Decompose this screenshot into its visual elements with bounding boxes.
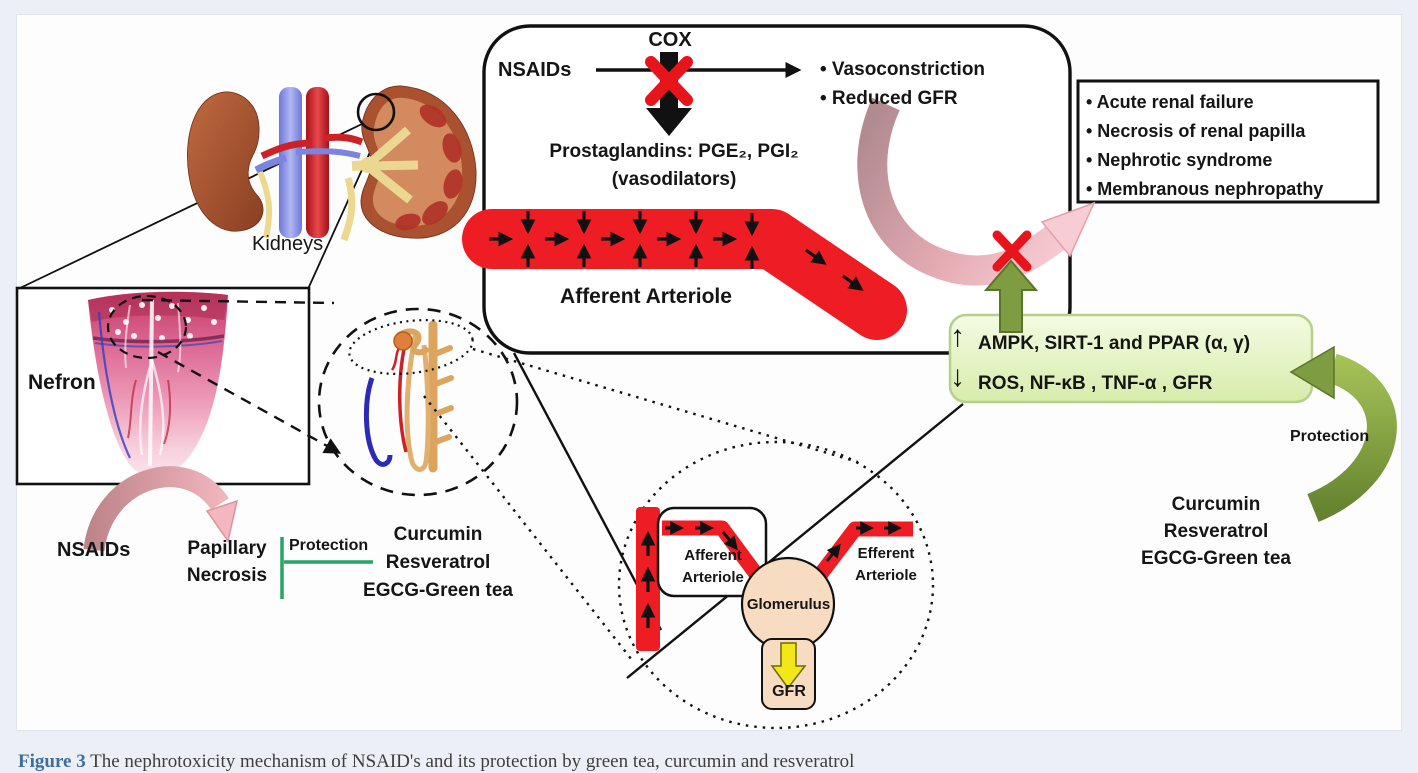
agent-curcumin: Curcumin <box>1171 494 1261 515</box>
mediators-increase-label: AMPK, SIRT-1 and PPAR (α, γ) <box>978 333 1251 354</box>
kidneys-label: Kidneys <box>252 233 324 255</box>
left-ureter <box>257 170 273 239</box>
protection-left-label: Protection <box>289 537 369 554</box>
agent-resveratrol: Resveratrol <box>1163 521 1269 542</box>
afferent-small-label: Afferent <box>684 547 742 564</box>
down-block-arrow <box>646 52 692 136</box>
complications-box <box>1076 79 1380 204</box>
zoom-lens-circle <box>356 92 396 132</box>
gfr-label: GFR <box>772 683 806 700</box>
nsaids-top-label: NSAIDs <box>498 59 572 81</box>
papillary-necrosis-graphics <box>83 466 373 599</box>
gfr-down-arrow <box>770 642 807 690</box>
glomerulus-label: Glomerulus <box>746 596 831 613</box>
renal-papilla-wedge <box>88 291 228 478</box>
protection-up-arrow <box>983 259 1039 333</box>
figure-number: Figure 3 <box>18 751 86 772</box>
aorta-vessel <box>306 87 329 238</box>
agent-egcg: EGCG-Green tea <box>1141 548 1291 569</box>
necrosis-label: Necrosis <box>186 565 268 586</box>
kidneys-illustration <box>187 85 477 242</box>
mediators-box <box>948 313 1314 404</box>
efferent-small-label: Efferent <box>857 545 915 562</box>
prostaglandins-label: Prostaglandins: PGE₂, PGI₂ <box>549 141 799 162</box>
vena-cava-vessel <box>279 87 302 238</box>
nephron-illustration <box>348 319 474 473</box>
pink-arch-arrowhead <box>205 499 239 543</box>
afferent-small-label2: Arteriole <box>682 569 744 586</box>
outcome-vasoconstriction: • Vasoconstriction <box>820 59 986 80</box>
complication-item: • Acute renal failure <box>1086 92 1254 112</box>
outcome-reduced-gfr: • Reduced GFR <box>820 88 958 109</box>
dashed-link-lines <box>141 298 342 454</box>
right-ureter <box>340 177 356 242</box>
afferent-arteriole-band <box>462 209 907 340</box>
renal-pyramids <box>395 104 463 231</box>
agent-resveratrol: Resveratrol <box>385 552 491 573</box>
decrease-arrow-icon: ↓ <box>950 360 965 393</box>
complication-item: • Nephrotic syndrome <box>1086 150 1273 170</box>
efferent-small-label2: Arteriole <box>855 567 917 584</box>
red-x-icon <box>645 56 693 106</box>
complication-item: • Necrosis of renal papilla <box>1086 121 1306 141</box>
wedge-zoom-ellipse <box>106 294 188 360</box>
protection-c-arrow <box>1289 345 1397 522</box>
cox-inhibition-graphics <box>596 52 802 136</box>
figure-caption-text: The nephrotoxicity mechanism of NSAID's … <box>85 751 855 772</box>
protection-right-label: Protection <box>1290 428 1370 445</box>
agent-curcumin: Curcumin <box>393 524 483 545</box>
nsaids-bottom-label: NSAIDs <box>57 539 131 561</box>
nephron-zoom-circle <box>317 307 519 497</box>
figure-caption: Figure 3 The nephrotoxicity mechanism of… <box>18 751 1398 773</box>
increase-arrow-icon: ↑ <box>950 320 965 353</box>
nefron-label: Nefron <box>28 371 96 394</box>
afferent-arteriole-band-label: Afferent Arteriole <box>560 285 732 308</box>
scene-dotted-circle <box>617 440 935 730</box>
vasodilators-label: (vasodilators) <box>611 169 737 190</box>
left-kidney <box>187 91 264 232</box>
glomerulus-zoom-ellipse <box>348 319 474 375</box>
agent-egcg: EGCG-Green tea <box>363 580 513 601</box>
mediators-decrease-label: ROS, NF-κB , TNF-α , GFR <box>978 373 1213 394</box>
complication-item: • Membranous nephropathy <box>1086 179 1324 199</box>
papillary-label: Papillary <box>187 538 267 559</box>
cox-label: COX <box>648 29 692 51</box>
swoosh-block-x-icon <box>992 230 1032 272</box>
glomerulus-scene <box>617 440 935 730</box>
